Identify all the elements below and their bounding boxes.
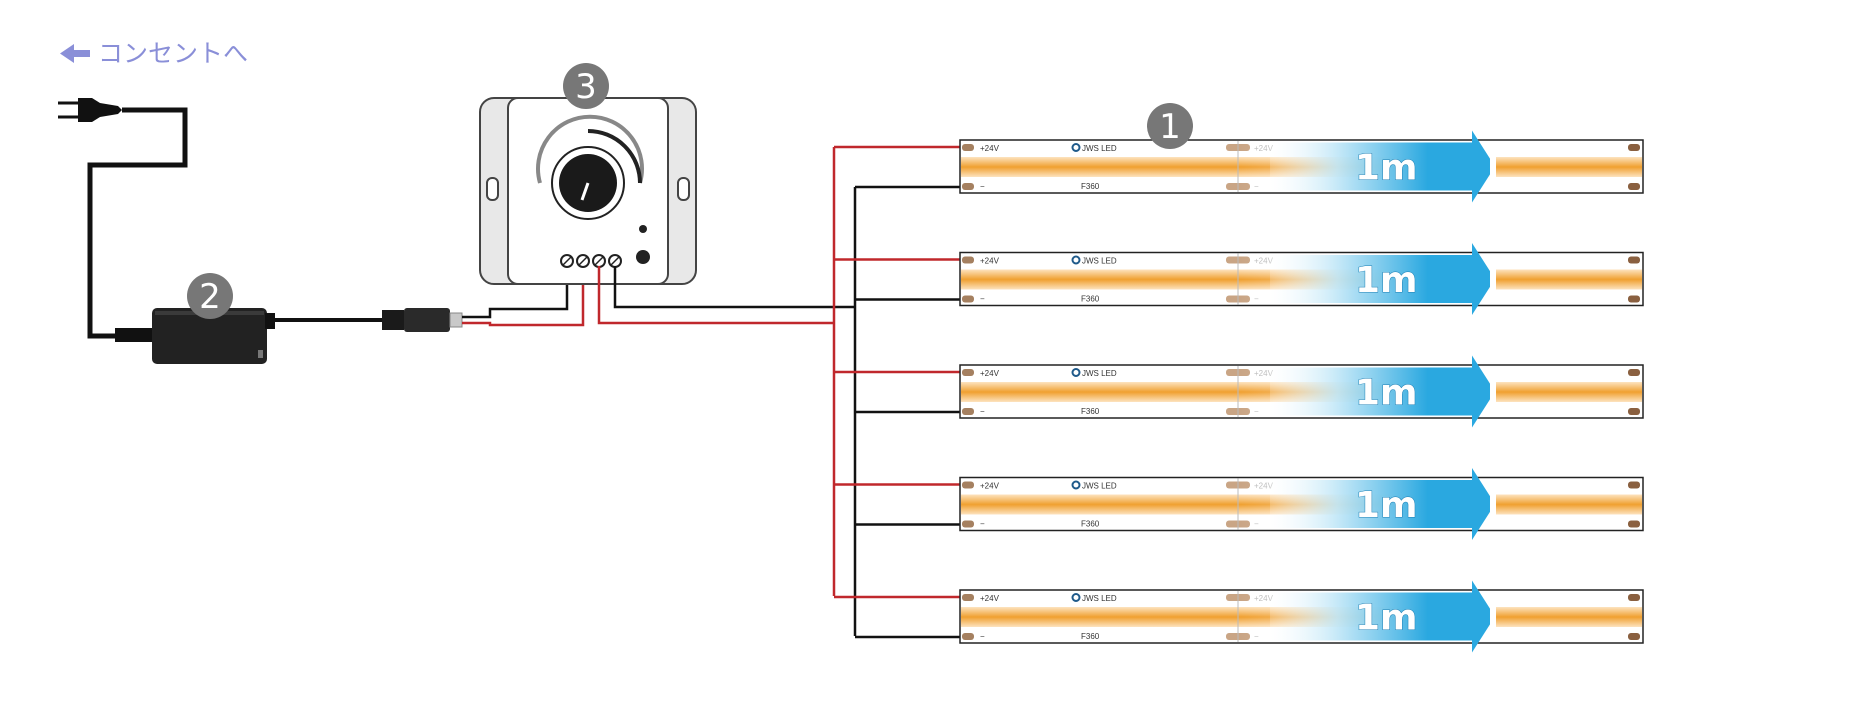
strip-plus-label: +24V [980, 144, 1000, 153]
strip-gap [1490, 591, 1496, 642]
brand-logo-icon [1071, 480, 1081, 490]
strip-model-label: F360 [1081, 295, 1100, 304]
solder-pad [1628, 183, 1640, 190]
solder-pad [1628, 594, 1640, 601]
strip-gap [1490, 366, 1496, 417]
solder-pad [1628, 520, 1640, 528]
brand-logo-icon [1071, 593, 1081, 602]
solder-pad [962, 633, 974, 640]
dimmer-input-negative-wire [462, 266, 569, 319]
strip-length-label: 1m [1355, 260, 1418, 301]
wall-plug [58, 98, 122, 122]
strip-model-label: F360 [1081, 632, 1100, 641]
badge-strip: 1 [1147, 103, 1193, 149]
dimmer-knob[interactable] [551, 146, 625, 220]
solder-pad [1628, 481, 1640, 489]
dimmer-controller[interactable] [479, 97, 697, 285]
length-arrow-icon [1270, 468, 1495, 540]
strip-length-label: 1m [1355, 373, 1418, 414]
solder-pad [962, 408, 974, 415]
dc-barrel-connector [382, 308, 463, 332]
strip-minus-label: − [980, 632, 985, 641]
solder-pad [962, 369, 974, 376]
arrow-left-icon [60, 44, 90, 63]
solder-pad [1628, 256, 1640, 264]
strip-plus-label: +24V [980, 482, 1000, 491]
length-arrow-icon [1270, 355, 1495, 428]
strip-plus-label: +24V [980, 594, 1000, 603]
ac-adapter [115, 308, 275, 364]
brand-logo-icon [1071, 143, 1081, 152]
dimmer-output-positive-wire [597, 266, 834, 325]
dimmer-button[interactable] [636, 250, 650, 264]
strip-length-label: 1m [1355, 148, 1418, 189]
strip-plus-label: +24V [980, 257, 1000, 266]
strip-brand-label: JWS LED [1082, 257, 1117, 266]
strip-plus-label: +24V [980, 369, 1000, 378]
led-strips: +24V − JWS LED F360 +24V − 1m +24V − JWS LED F360 +… [834, 130, 1644, 653]
strip-gap [1490, 478, 1496, 530]
solder-pad [1628, 295, 1640, 303]
strip-length-label: 1m [1355, 598, 1418, 639]
solder-pad [962, 295, 974, 303]
strip-minus-label: − [980, 407, 985, 416]
strip-model-label: F360 [1081, 407, 1100, 416]
strip-minus-label: − [980, 182, 985, 191]
strip-model-label: F360 [1081, 182, 1100, 191]
strip-gap [1490, 141, 1496, 192]
strip-minus-label: − [980, 295, 985, 304]
badge-dimmer: 3 [563, 63, 609, 109]
solder-pad [962, 481, 974, 489]
length-arrow-icon [1270, 243, 1495, 315]
strip-gap [1490, 253, 1496, 305]
badge-strip-number: 1 [1159, 107, 1181, 147]
solder-pad [962, 520, 974, 528]
solder-pad [1628, 633, 1640, 640]
badge-adapter: 2 [187, 273, 233, 319]
outlet-link-label: コンセントへ [98, 39, 248, 68]
solder-pad [962, 256, 974, 264]
solder-pad [962, 594, 974, 601]
strip-brand-label: JWS LED [1082, 594, 1117, 603]
strip-brand-label: JWS LED [1082, 369, 1117, 378]
ac-power-cable [87, 107, 188, 339]
length-arrow-icon [1270, 580, 1495, 653]
strip-minus-label: − [980, 520, 985, 529]
strip-length-label: 1m [1355, 485, 1418, 526]
solder-pad [1628, 408, 1640, 415]
solder-pad [962, 183, 974, 190]
strip-model-label: F360 [1081, 520, 1100, 529]
strip-brand-label: JWS LED [1082, 482, 1117, 491]
dimmer-input-positive-wire [462, 266, 585, 327]
dimmer-output-negative-wire [613, 266, 855, 309]
strip-brand-label: JWS LED [1082, 144, 1117, 153]
brand-logo-icon [1071, 255, 1081, 265]
solder-pad [1628, 369, 1640, 376]
length-arrow-icon [1270, 130, 1495, 203]
outlet-link[interactable]: コンセントへ [60, 39, 248, 68]
solder-pad [962, 144, 974, 151]
solder-pad [1628, 144, 1640, 151]
badge-adapter-number: 2 [199, 277, 221, 317]
brand-logo-icon [1071, 368, 1081, 377]
badge-dimmer-number: 3 [575, 67, 597, 107]
